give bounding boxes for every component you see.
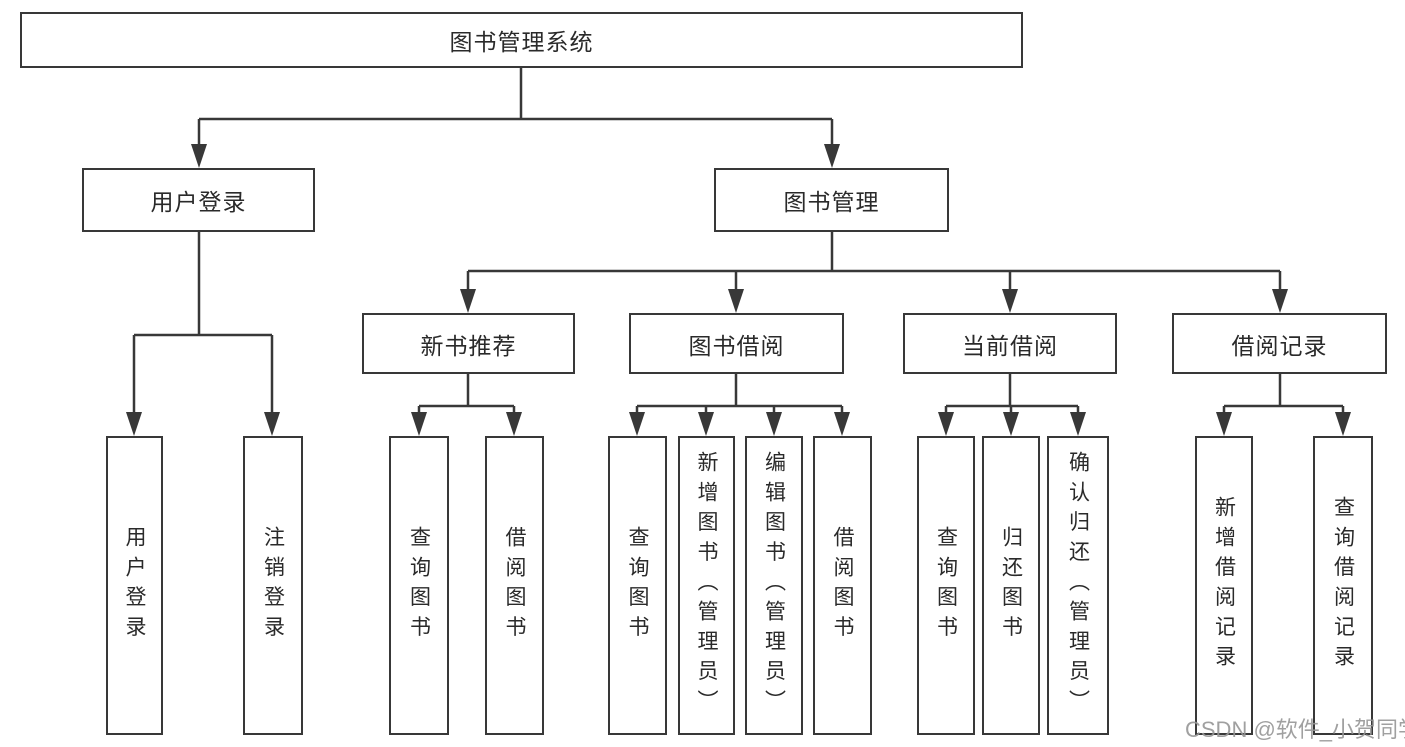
connector-book-borrowing-to-leaves	[635, 374, 844, 414]
leaf-node-user-login: 用户登录	[106, 436, 163, 735]
leaf-node-query-books-borrowing-label: 查询图书	[626, 525, 650, 646]
watermark-text: CSDN @软件_小贺同学	[1185, 717, 1405, 742]
leaf-node-query-books-current: 查询图书	[917, 436, 975, 735]
arrowhead-leaf-edit-books	[766, 412, 782, 436]
connector-borrowing-records-to-leaves	[1222, 374, 1345, 414]
arrowheads	[126, 144, 1351, 436]
leaf-node-confirm-return-admin: 确认归还（管理员）	[1047, 436, 1109, 735]
leaf-node-add-books-admin: 新增图书（管理员）	[678, 436, 735, 735]
arrowhead-leaf-query-books-3	[938, 412, 954, 436]
node-book-borrowing-label: 图书借阅	[688, 332, 785, 359]
arrowhead-leaf-return-books	[1003, 412, 1019, 436]
leaf-node-return-books-label: 归还图书	[999, 525, 1023, 646]
node-book-management: 图书管理	[714, 168, 949, 232]
arrowhead-leaf-borrow-books-1	[506, 412, 522, 436]
arrowhead-leaf-query-books-2	[629, 412, 645, 436]
node-current-borrowing: 当前借阅	[903, 313, 1117, 374]
arrowhead-book-borrowing	[728, 289, 744, 313]
node-user-login: 用户登录	[82, 168, 315, 232]
leaf-node-logout-label: 注销登录	[261, 525, 285, 646]
leaf-node-add-books-admin-label: 新增图书（管理员）	[695, 451, 719, 720]
connector-book-management-to-level3	[466, 232, 1282, 290]
connector-root-to-level2	[197, 68, 834, 145]
leaf-node-query-borrow-record: 查询借阅记录	[1313, 436, 1373, 735]
arrowhead-leaf-borrow-books-2	[834, 412, 850, 436]
node-borrowing-records-label: 借阅记录	[1231, 332, 1328, 359]
arrowhead-user-login	[191, 144, 207, 168]
arrowhead-leaf-confirm-return	[1070, 412, 1086, 436]
leaf-node-edit-books-admin-label: 编辑图书（管理员）	[762, 451, 786, 720]
arrowhead-leaf-add-books	[698, 412, 714, 436]
node-new-book-recommendation: 新书推荐	[362, 313, 575, 374]
leaf-node-borrow-books-recommend: 借阅图书	[485, 436, 544, 735]
node-book-borrowing: 图书借阅	[629, 313, 844, 374]
arrowhead-book-management	[824, 144, 840, 168]
leaf-node-query-borrow-record-label: 查询借阅记录	[1331, 496, 1355, 675]
arrowhead-current-borrowing	[1002, 289, 1018, 313]
arrowhead-new-book-recommendation	[460, 289, 476, 313]
node-book-management-label: 图书管理	[783, 189, 880, 215]
leaf-node-logout: 注销登录	[243, 436, 303, 735]
node-current-borrowing-label: 当前借阅	[962, 332, 1058, 359]
leaf-node-query-books-recommend-label: 查询图书	[407, 525, 431, 646]
leaf-node-query-books-current-label: 查询图书	[934, 525, 958, 646]
leaf-node-user-login-label: 用户登录	[123, 525, 147, 646]
arrowhead-leaf-query-books-1	[411, 412, 427, 436]
arrowhead-leaf-logout	[264, 412, 280, 436]
arrowhead-borrowing-records	[1272, 289, 1288, 313]
leaf-node-return-books: 归还图书	[982, 436, 1040, 735]
node-new-book-recommendation-label: 新书推荐	[420, 332, 517, 359]
leaf-node-add-borrow-record-label: 新增借阅记录	[1212, 496, 1236, 675]
connector-new-book-recommendation-to-leaves	[417, 374, 516, 414]
leaf-node-borrow-books-borrowing: 借阅图书	[813, 436, 872, 735]
arrowhead-leaf-user-login	[126, 412, 142, 436]
connector-current-borrowing-to-leaves	[944, 374, 1080, 414]
arrowhead-leaf-query-record	[1335, 412, 1351, 436]
node-user-login-label: 用户登录	[150, 189, 247, 215]
leaf-node-add-borrow-record: 新增借阅记录	[1195, 436, 1253, 735]
node-root: 图书管理系统	[20, 12, 1023, 68]
leaf-node-borrow-books-recommend-label: 借阅图书	[503, 525, 527, 646]
leaf-node-edit-books-admin: 编辑图书（管理员）	[745, 436, 803, 735]
leaf-node-query-books-borrowing: 查询图书	[608, 436, 667, 735]
connector-user-login-to-leaves	[132, 232, 274, 413]
arrowhead-leaf-add-record	[1216, 412, 1232, 436]
leaf-node-confirm-return-admin-label: 确认归还（管理员）	[1066, 451, 1090, 720]
node-root-label: 图书管理系统	[449, 29, 594, 55]
leaf-node-query-books-recommend: 查询图书	[389, 436, 449, 735]
node-borrowing-records: 借阅记录	[1172, 313, 1387, 374]
leaf-node-borrow-books-borrowing-label: 借阅图书	[831, 525, 855, 646]
